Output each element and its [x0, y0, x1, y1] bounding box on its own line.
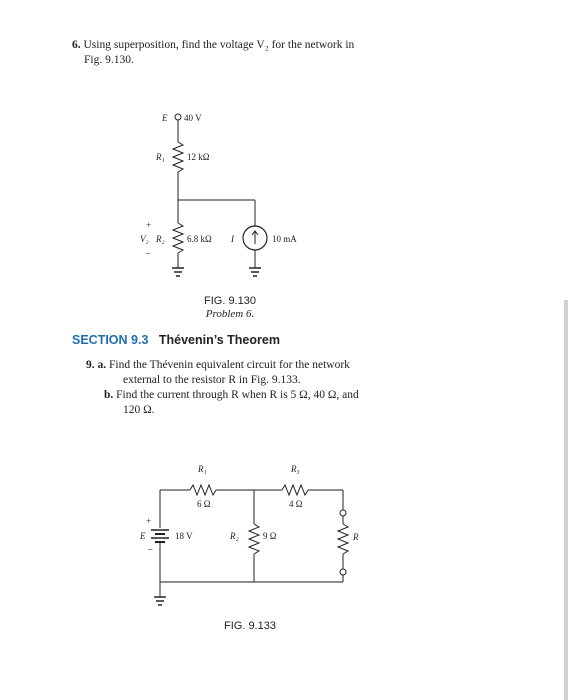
terminal-top-icon: [339, 509, 347, 517]
r2-label: R₂: [229, 531, 239, 541]
problem-9-b-text-1: Find the current through R when R is 5 Ω…: [116, 389, 359, 401]
resistor-r2-icon: [171, 222, 185, 254]
problem-6-text-1: Using superposition, find the voltage V₂…: [83, 39, 355, 51]
fig-9-130-diagram: E 40 V R₁ 12 kΩ + V₂ R₂ – 6.8 kΩ I 10 mA: [140, 113, 297, 277]
e-plus: +: [146, 516, 151, 526]
problem-9-number: 9.: [86, 359, 95, 371]
fig-9-133-diagram: R₁ 6 Ω R₃ 4 Ω + E – 18 V R₂ 9 Ω R: [139, 464, 359, 606]
r1-value: 6 Ω: [197, 499, 211, 509]
v2-plus: +: [146, 220, 151, 230]
section-title: Thévenin’s Theorem: [158, 333, 280, 347]
resistor-r3-icon: [281, 483, 309, 497]
source-value: 40 V: [184, 113, 202, 123]
resistor-r-icon: [336, 523, 350, 555]
problem-9-b-label: b.: [104, 389, 114, 401]
r2-value: 6.8 kΩ: [187, 234, 212, 244]
r2-label: R₂: [155, 234, 165, 244]
ground-icon: [154, 596, 166, 606]
source-label: E: [161, 113, 168, 123]
fig-9-133-caption: FIG. 9.133: [224, 620, 276, 632]
problem-6: 6. Using superposition, find the voltage…: [72, 38, 432, 68]
fig-9-130-subcaption: Problem 6.: [205, 308, 255, 320]
r3-label: R₃: [290, 464, 300, 474]
ground-icon: [249, 267, 261, 277]
source-terminal-icon: [174, 113, 182, 121]
problem-9-a-label: a.: [97, 359, 107, 371]
r1-label: R₁: [197, 464, 207, 474]
r1-value: 12 kΩ: [187, 152, 210, 162]
page-edge-bar: [564, 300, 568, 700]
terminal-bottom-icon: [339, 568, 347, 576]
r2-value: 9 Ω: [263, 531, 277, 541]
e-minus: –: [147, 544, 153, 554]
current-label: I: [230, 234, 235, 244]
e-label: E: [139, 531, 146, 541]
resistor-r1-icon: [189, 483, 217, 497]
r-label: R: [352, 532, 359, 542]
problem-6-line1: 6. Using superposition, find the voltage…: [72, 38, 432, 53]
problem-9-a-text-1: Find the Thévenin equivalent circuit for…: [109, 359, 350, 371]
problem-9-a-line1: 9. a. Find the Thévenin equivalent circu…: [86, 358, 446, 373]
v2-label: V₂: [140, 234, 149, 244]
r1-label: R₁: [155, 152, 165, 162]
problem-6-number: 6.: [72, 39, 81, 51]
problem-9-b-text-2: 120 Ω.: [123, 404, 155, 416]
battery-icon: [151, 529, 169, 543]
e-value: 18 V: [175, 531, 193, 541]
problem-6-text-2: Fig. 9.130.: [84, 54, 134, 66]
section-number: SECTION 9.3: [72, 333, 149, 347]
resistor-r1-icon: [171, 141, 185, 173]
problem-9-b-line1: b. Find the current through R when R is …: [86, 388, 446, 403]
v2-minus: –: [145, 248, 151, 258]
resistor-r2-icon: [247, 523, 261, 555]
ground-icon: [172, 267, 184, 277]
fig-9-130-caption: FIG. 9.130: [204, 295, 256, 307]
current-value: 10 mA: [272, 234, 297, 244]
r3-value: 4 Ω: [289, 499, 303, 509]
problem-9: 9. a. Find the Thévenin equivalent circu…: [86, 358, 446, 418]
section-heading: SECTION 9.3 Thévenin’s Theorem: [72, 333, 280, 347]
problem-9-a-text-2: external to the resistor R in Fig. 9.133…: [123, 374, 301, 386]
